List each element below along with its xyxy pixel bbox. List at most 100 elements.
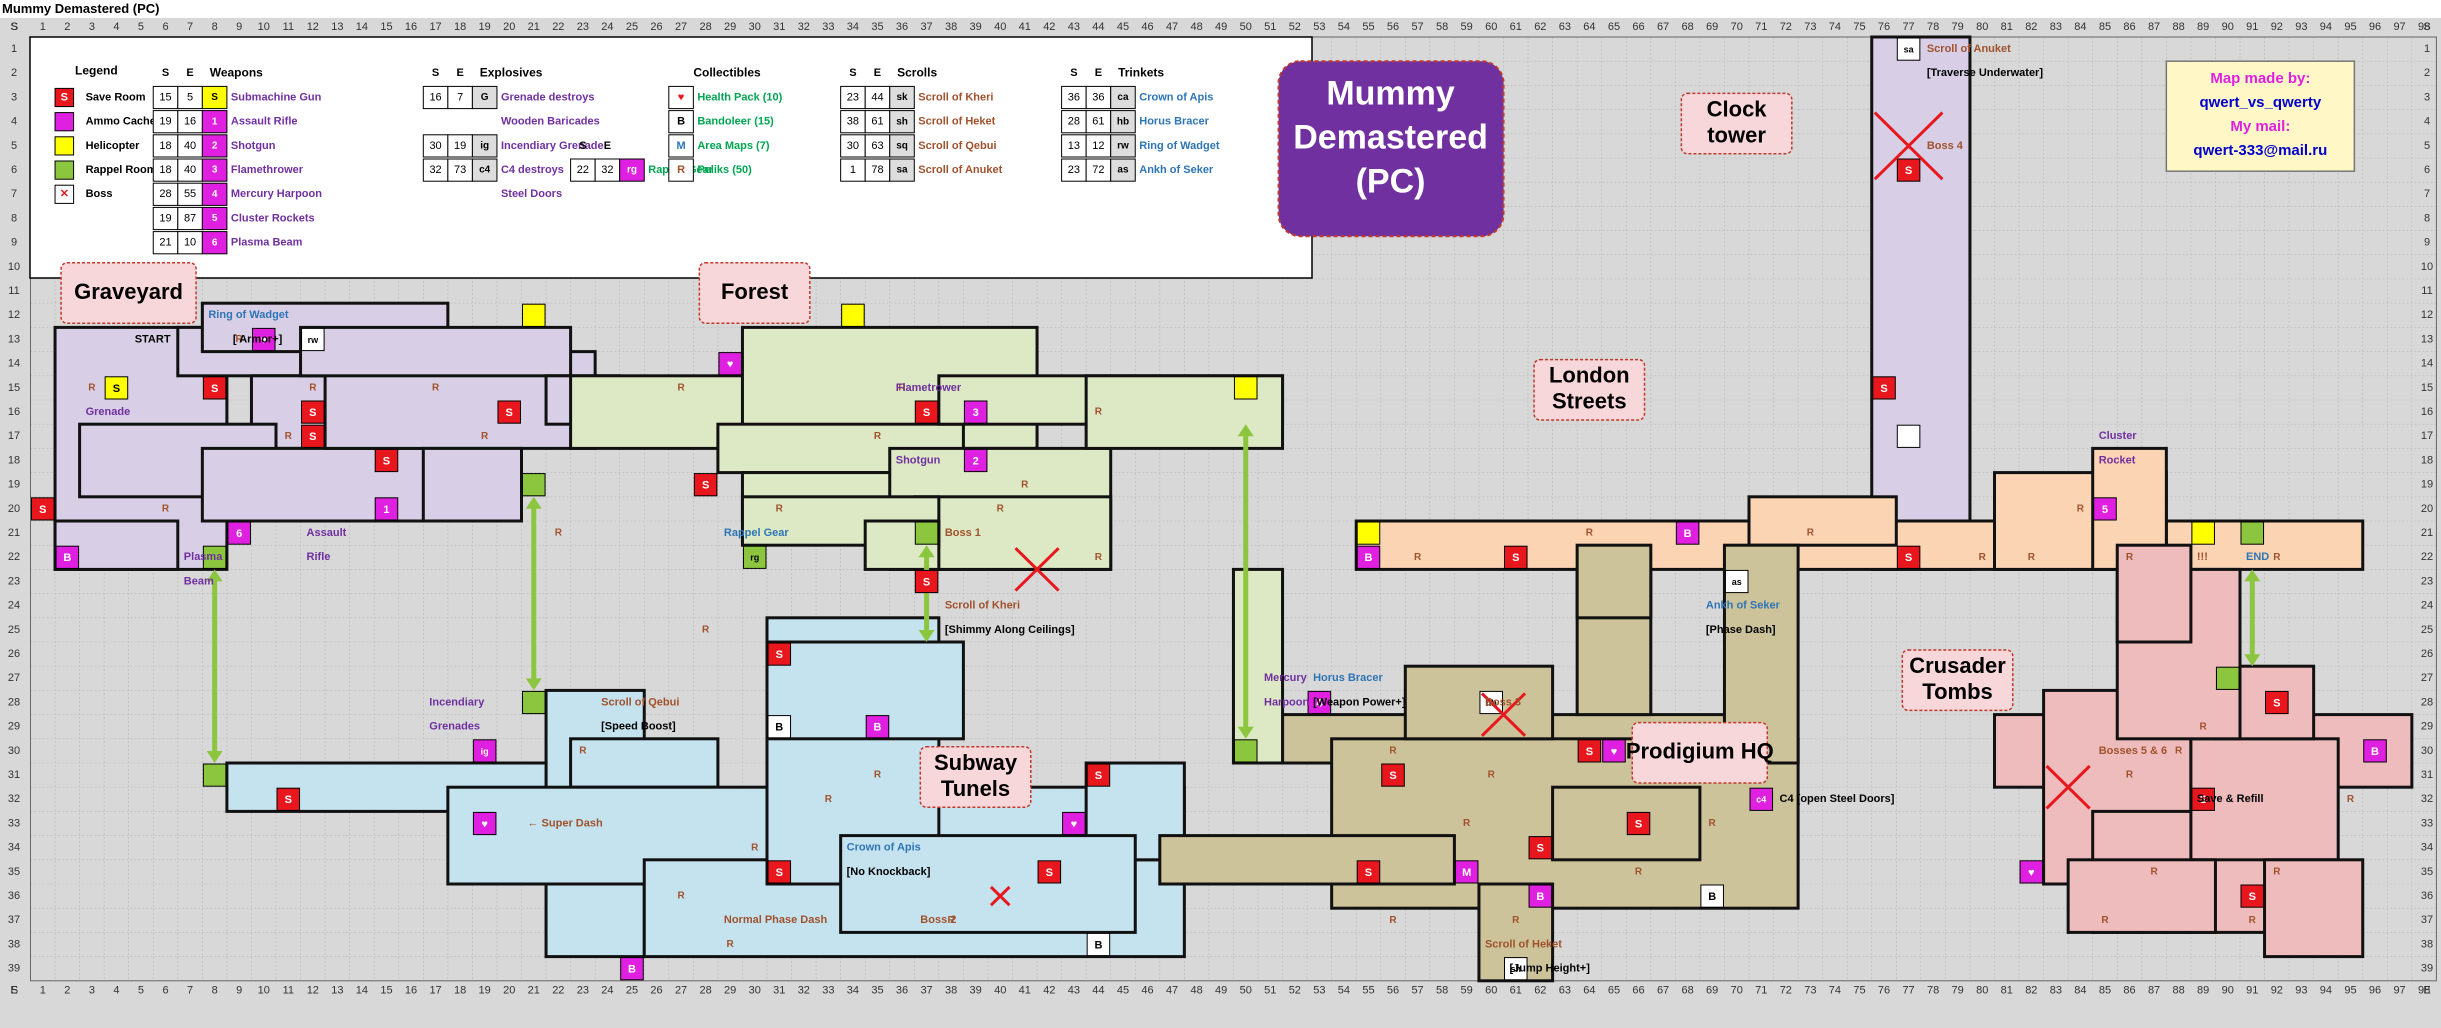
annotation: [No Knockback] (847, 866, 931, 878)
row-header: 28 (2421, 696, 2433, 708)
map-marker (1454, 860, 1479, 884)
column-header: 40 (994, 985, 1006, 997)
column-header: 87 (2148, 21, 2160, 33)
column-header: 87 (2148, 985, 2160, 997)
collectible-label: Health Pack (10) (697, 91, 782, 103)
e-value: 40 (184, 140, 196, 152)
s-value: 28 (159, 188, 171, 200)
map-marker (767, 860, 792, 884)
pelik-marker: R (825, 794, 833, 805)
e-value: 7 (457, 91, 463, 103)
column-header: 70 (1731, 985, 1743, 997)
column-header: 19 (479, 21, 491, 33)
column-header: 97 (2393, 21, 2405, 33)
map-marker (1700, 884, 1724, 908)
marker-label: ♥ (1611, 746, 1618, 758)
pelik-marker: R (1021, 479, 1029, 490)
pelik-marker: R (2126, 552, 2134, 563)
row-header: 21 (2421, 527, 2433, 539)
annotation: Shotgun (896, 454, 941, 466)
marker-label: S (285, 794, 292, 806)
annotation: Save & Refill (2197, 793, 2264, 805)
column-header: 35 (871, 21, 883, 33)
row-header: 24 (8, 600, 20, 612)
marker-label: rw (308, 335, 320, 345)
collectible-symbol: M (676, 140, 685, 152)
map-marker (2191, 787, 2215, 811)
pelik-marker: R (677, 383, 685, 394)
map-marker (202, 376, 227, 400)
map-marker (963, 448, 988, 473)
pelik-marker: R (1979, 552, 1987, 563)
table-label: Scroll of Qebui (918, 140, 996, 152)
legend-symbol: S (61, 91, 68, 103)
column-header: 3 (89, 21, 95, 33)
column-header: 26 (650, 21, 662, 33)
map-marker (2093, 497, 2117, 521)
map-marker (522, 690, 546, 715)
legend-label: Rappel Room (86, 164, 157, 176)
map-marker (1504, 957, 1528, 981)
column-header: 10 (258, 21, 270, 33)
column-header: 95 (2344, 21, 2356, 33)
row-header: 3 (2424, 91, 2430, 103)
table-heading: Trinkets (1118, 65, 1164, 79)
marker-label: ♥ (2028, 867, 2035, 879)
row-header: 7 (2424, 188, 2430, 200)
map-marker (276, 787, 301, 811)
column-header: 33 (822, 21, 834, 33)
map-room (2263, 858, 2365, 959)
row-header: 35 (8, 866, 20, 878)
map-marker (1724, 569, 1749, 594)
annotation: Bosses 5 & 6 (2099, 745, 2167, 757)
column-header: 76 (1878, 21, 1890, 33)
column-header: 78 (1927, 985, 1939, 997)
row-header: 31 (2421, 769, 2433, 781)
column-header: 58 (1436, 985, 1448, 997)
row-header: 39 (8, 963, 20, 975)
rappel-arrowhead (1237, 424, 1254, 437)
column-header: 56 (1387, 21, 1399, 33)
pelik-marker: R (2126, 770, 2134, 781)
column-header: 79 (1952, 985, 1964, 997)
table-label: Plasma Beam (231, 237, 303, 249)
column-header: 96 (2369, 985, 2381, 997)
pelik-marker: R (1414, 552, 1422, 563)
column-header: 14 (356, 985, 368, 997)
symbol-text: sq (896, 141, 908, 152)
column-header: 39 (970, 21, 982, 33)
pelik-marker: R (727, 939, 735, 950)
column-header: 21 (528, 985, 540, 997)
map-room (1747, 495, 1898, 547)
credit-line: Map made by: (2210, 70, 2310, 87)
column-header: 49 (1215, 21, 1227, 33)
row-header: 37 (8, 914, 20, 926)
marker-label: c4 (1756, 795, 1766, 805)
marker-label: S (776, 649, 783, 661)
pelik-marker: R (874, 431, 882, 442)
main-title-line: (PC) (1356, 162, 1426, 200)
column-header: 62 (1534, 985, 1546, 997)
marker-label: S (211, 383, 218, 395)
column-header: 34 (847, 985, 859, 997)
pelik-marker: R (1586, 528, 1594, 539)
marker-label: B (2371, 746, 2379, 758)
column-header: 11 (283, 985, 294, 997)
marker-label: S (1880, 383, 1887, 395)
column-header: 84 (2074, 21, 2086, 33)
column-header: 59 (1461, 985, 1473, 997)
column-header: 90 (2222, 985, 2234, 997)
collectible-symbol-cell (668, 110, 694, 134)
row-header: 17 (2421, 430, 2433, 442)
column-header: 23 (577, 985, 589, 997)
map-marker (1872, 376, 1896, 400)
annotation: Rifle (307, 551, 331, 563)
e-value: 55 (184, 188, 196, 200)
table-heading: Scrolls (897, 65, 937, 79)
column-header: 71 (1755, 21, 1767, 33)
rappel-arrowhead (206, 751, 223, 763)
legend-swatch (54, 184, 75, 204)
column-header: 58 (1436, 21, 1448, 33)
column-header: 43 (1068, 985, 1080, 997)
marker-label: S (309, 431, 316, 443)
